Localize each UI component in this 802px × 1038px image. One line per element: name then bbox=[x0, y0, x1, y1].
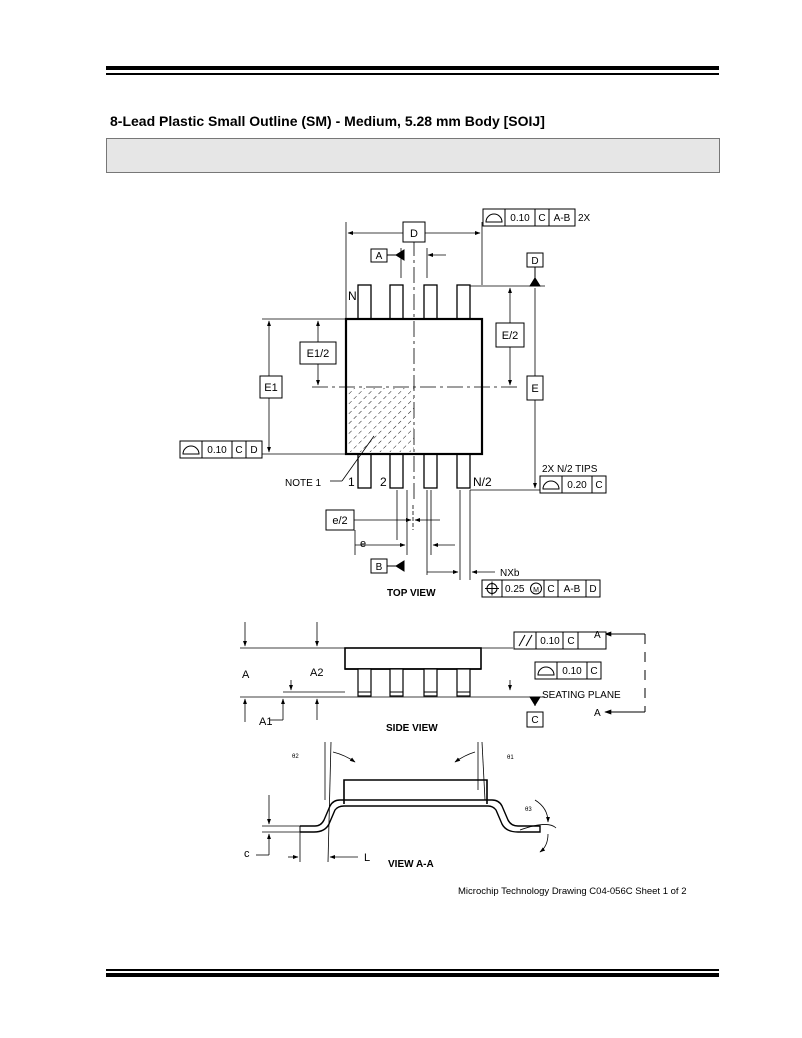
fcf-pos-datum2: A-B bbox=[564, 584, 581, 595]
aa-lead bbox=[300, 799, 541, 833]
fcf-parallel-tol: 0.10 bbox=[540, 636, 560, 647]
dim-e-half-label: e/2 bbox=[332, 515, 347, 527]
datum-C-label: C bbox=[531, 715, 538, 726]
dim-e-label: e bbox=[360, 538, 366, 550]
tips-label: 2X N/2 TIPS bbox=[542, 464, 598, 475]
datum-B-label: B bbox=[376, 562, 383, 573]
side-view bbox=[240, 622, 646, 728]
fcf-parallel bbox=[513, 631, 607, 650]
section-A-bottom: A bbox=[594, 708, 601, 719]
top-rule-thin bbox=[106, 73, 719, 75]
dim-E1-label: E1 bbox=[264, 382, 277, 394]
dim-A-label: A bbox=[242, 669, 250, 681]
fcf-top-datum1: C bbox=[538, 213, 545, 224]
fcf-left-datum2: D bbox=[250, 445, 257, 456]
drawing-footer: Microchip Technology Drawing C04-056C Sh… bbox=[458, 886, 687, 897]
dim-L-label: L bbox=[364, 852, 370, 864]
fcf-top-tol: 0.10 bbox=[510, 213, 530, 224]
view-aa-caption: VIEW A-A bbox=[388, 859, 434, 870]
dim-E-label: E bbox=[531, 383, 538, 395]
lead-top-3 bbox=[423, 284, 438, 320]
fcf-top bbox=[482, 208, 576, 227]
bottom-rule-thin bbox=[106, 969, 719, 971]
fcf-profile-tol: 0.10 bbox=[562, 666, 582, 677]
note-box bbox=[106, 138, 720, 173]
dim-D-label: D bbox=[410, 228, 418, 240]
fcf-tips-datum1: C bbox=[595, 480, 602, 491]
top-view bbox=[259, 221, 545, 580]
fcf-pos-datum1: C bbox=[547, 584, 554, 595]
lead-top-4 bbox=[456, 284, 471, 320]
lead-bottom-2 bbox=[389, 453, 404, 489]
dim-E-half-label: E/2 bbox=[502, 330, 519, 342]
fcf-left-datum1: C bbox=[235, 445, 242, 456]
nxb-label: NXb bbox=[500, 568, 520, 579]
top-view-caption: TOP VIEW bbox=[387, 588, 436, 599]
pin1-hatch-area bbox=[348, 388, 414, 452]
note-1-label: NOTE 1 bbox=[285, 478, 322, 489]
fcf-tips bbox=[539, 475, 607, 494]
pin-N2-label: N/2 bbox=[473, 475, 492, 489]
dim-A2-label: A2 bbox=[310, 667, 323, 679]
pin-1-label: 1 bbox=[348, 475, 355, 489]
fcf-pos-tol: 0.25 bbox=[505, 584, 525, 595]
theta3-label: θ3 bbox=[525, 807, 532, 813]
datum-A-label: A bbox=[376, 251, 383, 262]
dim-E1-half-label: E1/2 bbox=[307, 348, 330, 360]
theta2-label: θ2 bbox=[292, 754, 299, 760]
pin-N-label: N bbox=[348, 289, 357, 303]
top-rule-thick bbox=[106, 66, 719, 70]
fcf-left bbox=[179, 440, 263, 459]
bottom-rule-thick bbox=[106, 973, 719, 977]
fcf-pos-modifier: M bbox=[533, 587, 539, 594]
lead-bottom-4 bbox=[456, 453, 471, 489]
lead-top-2 bbox=[389, 284, 404, 320]
fcf-parallel-datum1: C bbox=[567, 636, 574, 647]
fcf-top-suffix: 2X bbox=[578, 213, 591, 224]
view-aa bbox=[256, 741, 557, 863]
fcf-position bbox=[481, 579, 601, 598]
fcf-profile-datum1: C bbox=[590, 666, 597, 677]
fcf-left-tol: 0.10 bbox=[207, 445, 227, 456]
fcf-profile bbox=[534, 661, 602, 680]
section-A-top: A bbox=[594, 630, 601, 641]
aa-body bbox=[343, 779, 488, 804]
theta1-label: θ1 bbox=[507, 755, 514, 761]
dim-A1-label: A1 bbox=[259, 716, 272, 728]
dim-c-label: c bbox=[244, 848, 250, 860]
page-title: 8-Lead Plastic Small Outline (SM) - Medi… bbox=[110, 113, 545, 129]
side-view-caption: SIDE VIEW bbox=[386, 723, 438, 734]
lead-top-1 bbox=[357, 284, 372, 320]
fcf-tips-tol: 0.20 bbox=[567, 480, 587, 491]
lead-bottom-1 bbox=[357, 453, 372, 489]
datum-D-label: D bbox=[531, 256, 538, 267]
side-body bbox=[344, 647, 482, 670]
fcf-pos-datum3: D bbox=[589, 584, 596, 595]
pin-2-label: 2 bbox=[380, 475, 387, 489]
seating-plane-label: SEATING PLANE bbox=[542, 690, 621, 701]
fcf-top-datum2: A-B bbox=[554, 213, 571, 224]
lead-bottom-3 bbox=[423, 453, 438, 489]
